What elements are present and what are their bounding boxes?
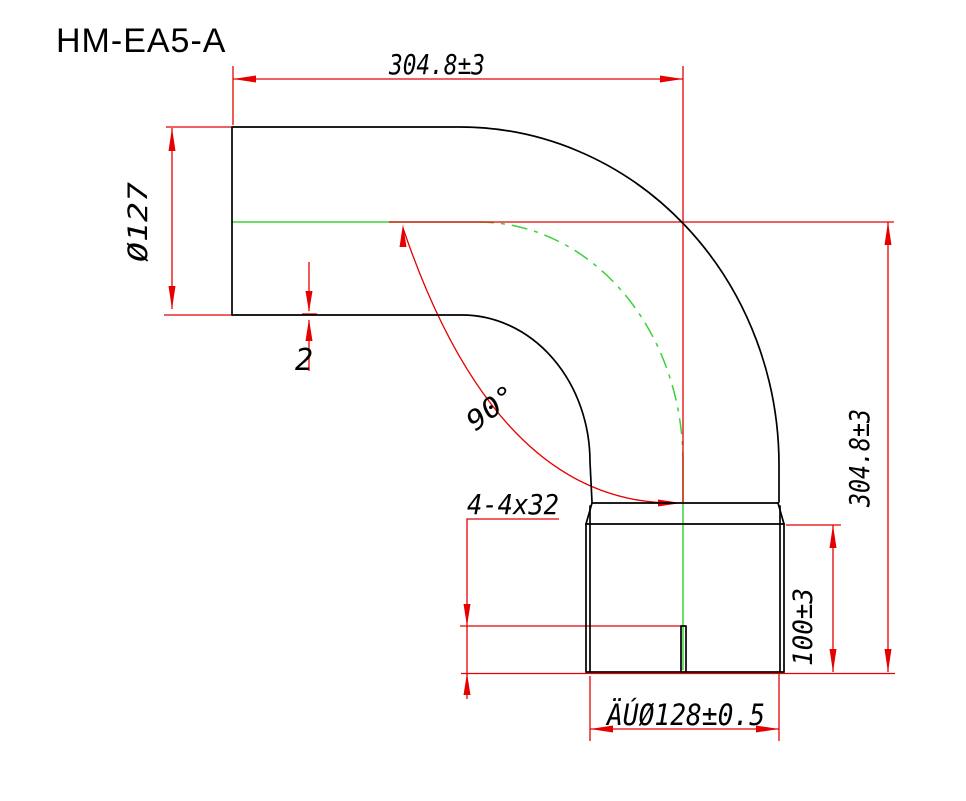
dim-text-outer-diameter: Ø127 bbox=[123, 182, 154, 262]
socket-chamfer-left bbox=[585, 502, 593, 525]
arrow-id-right bbox=[756, 725, 779, 733]
arrow-wall-up bbox=[305, 319, 313, 341]
dim-text-right-height: 304.8±3 bbox=[843, 409, 876, 508]
dim-text-bend-angle: 90° bbox=[461, 379, 523, 437]
angle-dim-arc bbox=[402, 227, 677, 504]
arrow-socket-down bbox=[829, 649, 837, 672]
centerline-layer bbox=[232, 221, 684, 670]
arrow-id-left bbox=[590, 725, 613, 733]
arrow-od-up bbox=[168, 128, 176, 151]
arrow-wall-down bbox=[305, 291, 313, 312]
dim-text-wall-thickness: 2 bbox=[295, 343, 313, 378]
dim-text-top-width: 304.8±3 bbox=[388, 48, 485, 81]
outline-layer bbox=[231, 126, 785, 673]
elbow-inner-profile bbox=[231, 314, 593, 503]
arrow-right-up bbox=[884, 222, 892, 245]
socket-slot-outline bbox=[680, 625, 687, 673]
arrow-top-left bbox=[233, 75, 256, 83]
arrow-socket-up bbox=[829, 525, 837, 548]
arrow-right-down bbox=[884, 649, 892, 672]
centerline-bend-arc bbox=[477, 221, 684, 463]
arrow-od-down bbox=[168, 286, 176, 309]
elbow-outer-profile bbox=[231, 126, 780, 503]
socket-chamfer-right bbox=[777, 502, 785, 525]
arrowhead-layer bbox=[168, 75, 892, 733]
arrow-angle-start bbox=[399, 224, 407, 247]
slot-leader-line bbox=[466, 518, 559, 699]
label-slot-spec: 4-4x32 bbox=[467, 488, 559, 521]
arrow-top-right bbox=[660, 75, 683, 83]
arrow-slot-up bbox=[463, 673, 471, 695]
arrow-slot-down bbox=[463, 604, 471, 626]
dim-text-socket-length: 100±3 bbox=[788, 588, 819, 666]
dim-text-inner-diameter: ÄÚØ128±0.5 bbox=[605, 698, 765, 732]
dimension-line-layer bbox=[164, 66, 895, 741]
drawing-title: HM-EA5-A bbox=[56, 22, 226, 60]
